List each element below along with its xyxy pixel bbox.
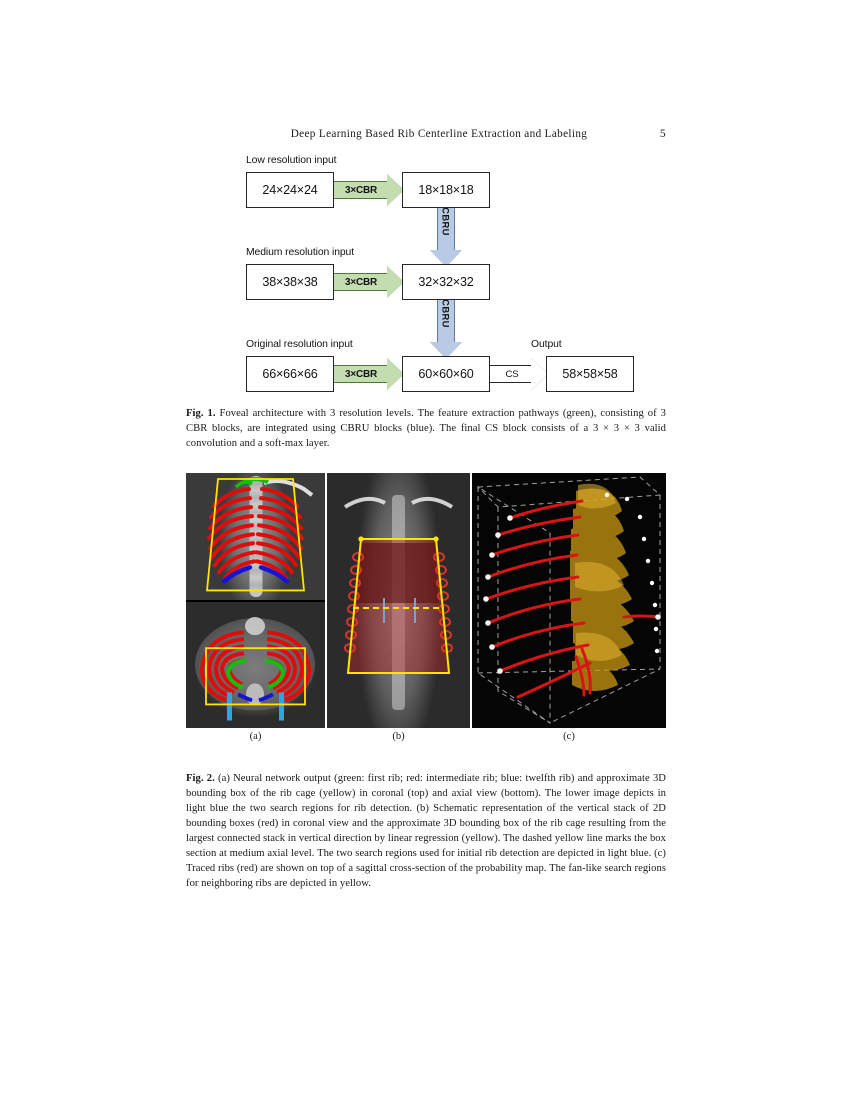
- medium-resolution-input-label: Medium resolution input: [246, 247, 355, 258]
- cs-arrow-label: CS: [505, 368, 519, 380]
- panel-a-coronal-overlay: [206, 476, 314, 592]
- cbru-arrow-1-shaft: [437, 208, 455, 251]
- tensor-box-original-input: 66×66×66: [246, 356, 334, 392]
- cbru-arrow-1: CBRU: [430, 207, 462, 267]
- tensor-box-original-output: 60×60×60: [402, 356, 490, 392]
- cbru-arrow-1-label: CBRU: [440, 207, 452, 236]
- original-resolution-input-label: Original resolution input: [246, 339, 353, 350]
- cbru-arrow-1-head: [430, 250, 462, 267]
- panel-c-overlay: [476, 476, 662, 724]
- cbr-arrow-original-head: [387, 358, 404, 390]
- subfigure-label-b: (b): [392, 731, 405, 742]
- panel-a-axial-view: [186, 601, 325, 728]
- tensor-box-medium-output: 32×32×32: [402, 264, 490, 300]
- panel-c-traced-ribs-3d: [472, 473, 666, 728]
- low-resolution-input-label: Low resolution input: [246, 155, 337, 166]
- figure-1-caption: Fig. 1. Foveal architecture with 3 resol…: [186, 406, 666, 451]
- cs-arrow: CS: [490, 358, 548, 390]
- figure-2-caption-text: (a) Neural network output (green: first …: [186, 773, 666, 890]
- tensor-box-low-output: 18×18×18: [402, 172, 490, 208]
- figure-1-network-diagram: Low resolution input 24×24×24 3×CBR 18×1…: [186, 155, 666, 395]
- cbr-arrow-original-label: 3×CBR: [344, 368, 378, 380]
- panel-a-axial-overlay: [195, 616, 315, 720]
- cbr-arrow-medium: 3×CBR: [332, 266, 404, 298]
- cbr-arrow-low: 3×CBR: [332, 174, 404, 206]
- cs-arrow-shaft: [490, 365, 532, 383]
- figure-1-caption-text: Foveal architecture with 3 resolution le…: [186, 408, 667, 450]
- running-head-title: Deep Learning Based Rib Centerline Extra…: [290, 128, 588, 140]
- running-head: Deep Learning Based Rib Centerline Extra…: [186, 128, 666, 140]
- figure-2-subfigure-labels: (a) (b) (c): [186, 731, 666, 742]
- cbr-arrow-medium-label: 3×CBR: [344, 276, 378, 288]
- cbr-arrow-low-shaft: [332, 181, 388, 199]
- tensor-box-low-input: 24×24×24: [246, 172, 334, 208]
- page-number: 5: [659, 128, 666, 140]
- panel-a-neural-network-output: [186, 473, 325, 728]
- cbr-arrow-original-shaft: [332, 365, 388, 383]
- panel-b-overlay: [343, 495, 454, 710]
- cbr-arrow-medium-head: [387, 266, 404, 298]
- cbru-arrow-2-shaft: [437, 300, 455, 343]
- cbru-arrow-2-head: [430, 342, 462, 359]
- figure-1-caption-label: Fig. 1.: [186, 408, 216, 419]
- tensor-box-final-output: 58×58×58: [546, 356, 634, 392]
- panel-a-coronal-view: [186, 473, 325, 600]
- tensor-box-medium-input: 38×38×38: [246, 264, 334, 300]
- subfigure-label-a: (a): [249, 731, 262, 742]
- figure-2-caption: Fig. 2. (a) Neural network output (green…: [186, 771, 666, 891]
- cbru-arrow-2-label: CBRU: [440, 299, 452, 328]
- subfigure-label-c: (c): [563, 731, 575, 742]
- cbr-arrow-low-head: [387, 174, 404, 206]
- cbr-arrow-low-label: 3×CBR: [344, 184, 378, 196]
- cbru-arrow-2: CBRU: [430, 299, 462, 359]
- figure-2-caption-label: Fig. 2.: [186, 773, 215, 784]
- cbr-arrow-medium-shaft: [332, 273, 388, 291]
- panel-b-bounding-box-schematic: [327, 473, 470, 728]
- cbr-arrow-original: 3×CBR: [332, 358, 404, 390]
- figure-2-image-row: [186, 473, 666, 728]
- output-label: Output: [531, 339, 562, 350]
- cs-arrow-head: [531, 358, 548, 390]
